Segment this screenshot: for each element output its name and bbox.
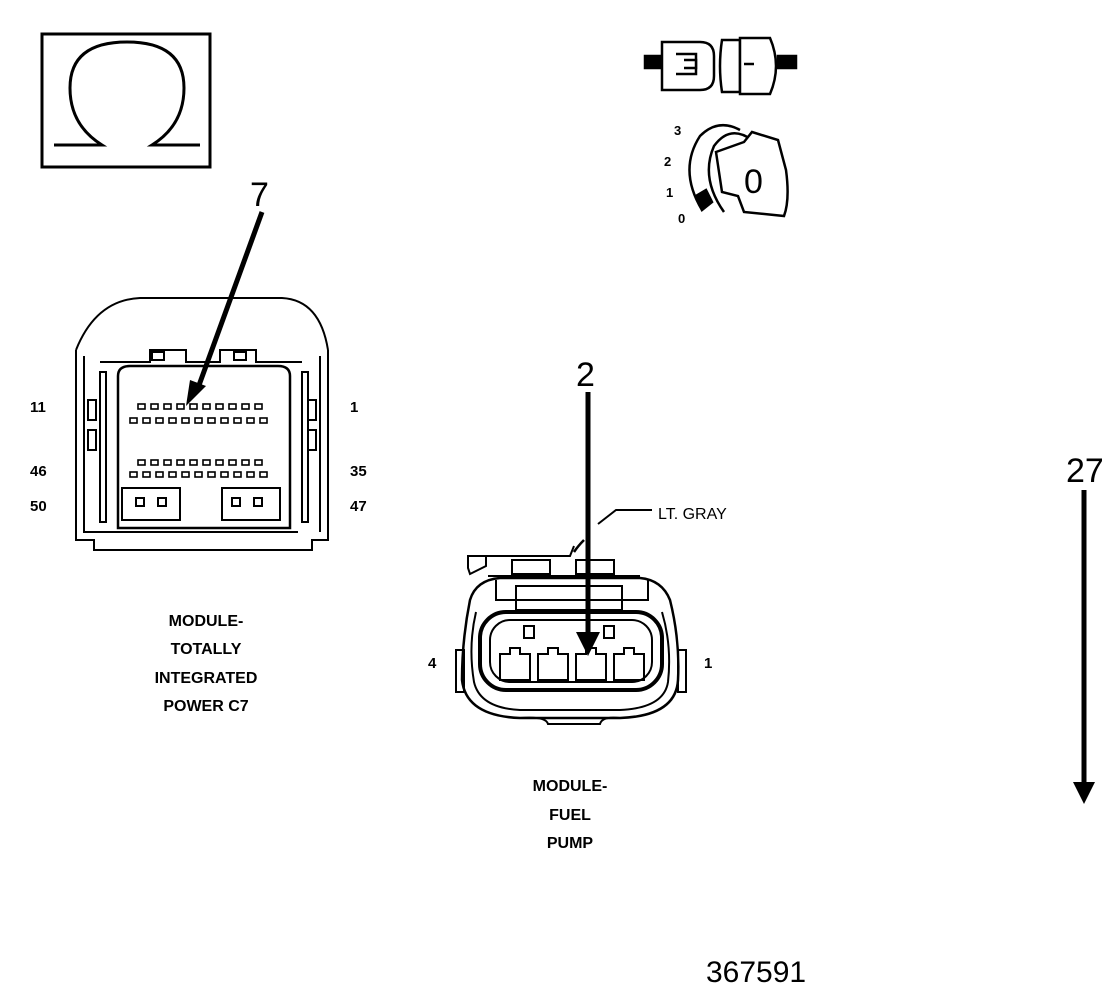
- callout-7-arrow: [186, 211, 265, 406]
- tipm-pin-35: 35: [350, 463, 367, 480]
- tipm-pin-11: 11: [30, 399, 46, 416]
- tipm-c7-connector: [75, 297, 329, 551]
- tipm-caption-line-3: INTEGRATED: [155, 670, 258, 687]
- fuel-pump-connector: [455, 545, 687, 725]
- tipm-pin-46: 46: [30, 463, 47, 480]
- tipm-pin-1: 1: [350, 399, 358, 416]
- callout-2: 2: [576, 356, 595, 394]
- tipm-caption-line-1: MODULE-: [169, 613, 244, 630]
- ignition-key-icon: [688, 123, 789, 218]
- ignition-position-0: 0: [678, 211, 685, 226]
- color-label-lt-gray: LT. GRAY: [658, 506, 727, 523]
- fuel-pump-caption-line-1: MODULE-: [533, 778, 608, 795]
- disconnected-connector-icon: [643, 36, 798, 96]
- callout-2-arrow: [576, 392, 600, 656]
- ohm-icon: [40, 32, 212, 169]
- tipm-pin-47: 47: [350, 498, 367, 515]
- lt-gray-leader: [572, 509, 652, 553]
- callout-7: 7: [250, 176, 269, 214]
- fuel-pump-pin-4: 4: [428, 655, 437, 672]
- tipm-caption-line-4: POWER C7: [163, 698, 248, 715]
- ignition-position-1: 1: [666, 185, 673, 200]
- tipm-caption: MODULE- TOTALLY INTEGRATED POWER C7: [155, 613, 258, 715]
- tipm-caption-line-2: TOTALLY: [171, 641, 242, 658]
- ignition-position-2: 2: [664, 154, 671, 169]
- fuel-pump-caption-line-3: PUMP: [547, 835, 594, 852]
- ignition-key-label: 0: [744, 163, 763, 201]
- tipm-pin-50: 50: [30, 498, 47, 515]
- down-arrow-icon: [1073, 490, 1095, 804]
- page-arrow-label: 27: [1066, 452, 1102, 490]
- ignition-position-3: 3: [674, 123, 681, 138]
- fuel-pump-caption-line-2: FUEL: [549, 807, 591, 824]
- fuel-pump-caption: MODULE- FUEL PUMP: [533, 778, 608, 852]
- fuel-pump-pin-1: 1: [704, 655, 712, 672]
- tipm-pin-cavities: [129, 403, 268, 478]
- figure-number: 367591: [706, 956, 806, 989]
